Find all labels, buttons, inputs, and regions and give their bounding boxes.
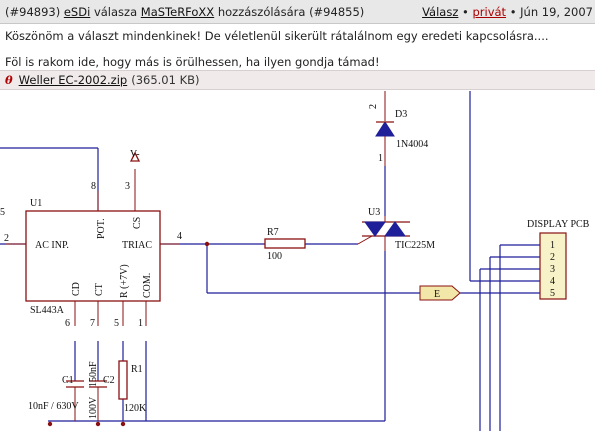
post-date: • Jún 19, 2007 bbox=[509, 5, 593, 19]
u1-pin-cs: CS bbox=[132, 217, 143, 229]
reply-link[interactable]: Válasz bbox=[422, 5, 459, 19]
u1-pin-ct: CT bbox=[94, 283, 105, 296]
u1-pin-cd: CD bbox=[71, 282, 82, 296]
post-line-2: Föl is rakom ide, hogy más is örülhessen… bbox=[5, 55, 380, 69]
c1-value: 10nF / 630V bbox=[28, 401, 79, 412]
u1-chip bbox=[5, 151, 180, 326]
u1-pin-com: COM. bbox=[142, 273, 153, 298]
attachment-size: (365.01 KB) bbox=[131, 73, 200, 87]
d3-diode bbox=[375, 91, 395, 166]
post-line-1: Köszönöm a választ mindenkinek! De vélet… bbox=[5, 29, 549, 43]
c2-value-2: 100V bbox=[88, 396, 99, 419]
r1-label: R1 bbox=[131, 364, 143, 375]
pin-number-8: 8 bbox=[91, 181, 96, 192]
pin-number-6: 6 bbox=[65, 318, 70, 329]
r1-value: 120K bbox=[124, 403, 147, 414]
paperclip-icon: θ bbox=[5, 73, 13, 87]
e-label: E bbox=[434, 289, 440, 300]
pin-number-1: 1 bbox=[138, 318, 143, 329]
reply-text: válasza bbox=[93, 4, 138, 19]
r7-resistor bbox=[264, 238, 306, 249]
attachment-link[interactable]: Weller EC-2002.zip bbox=[18, 73, 128, 87]
display-pcb-connector bbox=[539, 232, 567, 300]
r7-value: 100 bbox=[267, 251, 282, 262]
junction-dot bbox=[204, 241, 210, 247]
d3-part: 1N4004 bbox=[396, 139, 428, 150]
pin-number-4: 4 bbox=[177, 231, 182, 242]
junction-dot bbox=[120, 421, 126, 427]
attachment-bar: θ Weller EC-2002.zip (365.01 KB) bbox=[0, 70, 595, 90]
d3-pin-1: 1 bbox=[378, 153, 383, 164]
c1-capacitor bbox=[66, 380, 84, 421]
u1-pin-pot: POT. bbox=[96, 218, 107, 239]
junction-dot bbox=[47, 421, 53, 427]
schematic-image: U1 SL443A AC INP. TRIAC POT. CS CD CT R … bbox=[0, 91, 590, 431]
post-header: (#94893) eSDi válasza MaSTeRFoXX hozzász… bbox=[0, 0, 595, 24]
pin-number-3: 3 bbox=[125, 181, 130, 192]
author-link[interactable]: eSDi bbox=[63, 4, 91, 19]
vminus-label: V- bbox=[130, 149, 140, 160]
reply-suffix: hozzászólására (#94855) bbox=[217, 4, 365, 19]
u3-part: TIC225M bbox=[395, 240, 435, 251]
e-port bbox=[419, 285, 461, 301]
private-message-link[interactable]: privát bbox=[472, 5, 507, 19]
u1-label: U1 bbox=[30, 198, 42, 209]
c2-capacitor bbox=[89, 380, 107, 421]
reply-to-link[interactable]: MaSTeRFoXX bbox=[140, 4, 215, 19]
pin-number-7: 7 bbox=[90, 318, 95, 329]
post-actions: Válasz • privát • Jún 19, 2007 bbox=[422, 0, 593, 24]
display-pin: 4 bbox=[550, 276, 555, 287]
junction-dot bbox=[95, 421, 101, 427]
u1-part: SL443A bbox=[30, 305, 65, 316]
separator-bullet: • bbox=[462, 5, 469, 19]
pin-number-5: 5 bbox=[114, 318, 119, 329]
pin-number-2: 2 bbox=[4, 233, 9, 244]
display-pin: 3 bbox=[550, 264, 555, 275]
r7-label: R7 bbox=[267, 227, 279, 238]
display-pin: 1 bbox=[550, 240, 555, 251]
u1-pin-r7v: R (+7V) bbox=[119, 264, 130, 298]
u3-label: U3 bbox=[368, 207, 380, 218]
u1-pin-triac: TRIAC bbox=[122, 240, 152, 251]
c1-label: C1 bbox=[62, 375, 74, 386]
u3-triac bbox=[357, 216, 410, 251]
display-pin: 5 bbox=[550, 288, 555, 299]
post-id: (#94893) bbox=[5, 4, 61, 19]
u1-pin-ac-inp: AC INP. bbox=[35, 240, 69, 251]
d3-label: D3 bbox=[395, 109, 407, 120]
r1-resistor bbox=[118, 360, 128, 400]
c2-value-1: 150nF bbox=[88, 361, 99, 387]
display-pin: 2 bbox=[550, 252, 555, 263]
c2-label: C2 bbox=[103, 375, 115, 386]
display-pcb-label: DISPLAY PCB bbox=[527, 219, 590, 230]
pin-number-5-left: 5 bbox=[0, 207, 5, 218]
d3-pin-2: 2 bbox=[368, 104, 379, 109]
